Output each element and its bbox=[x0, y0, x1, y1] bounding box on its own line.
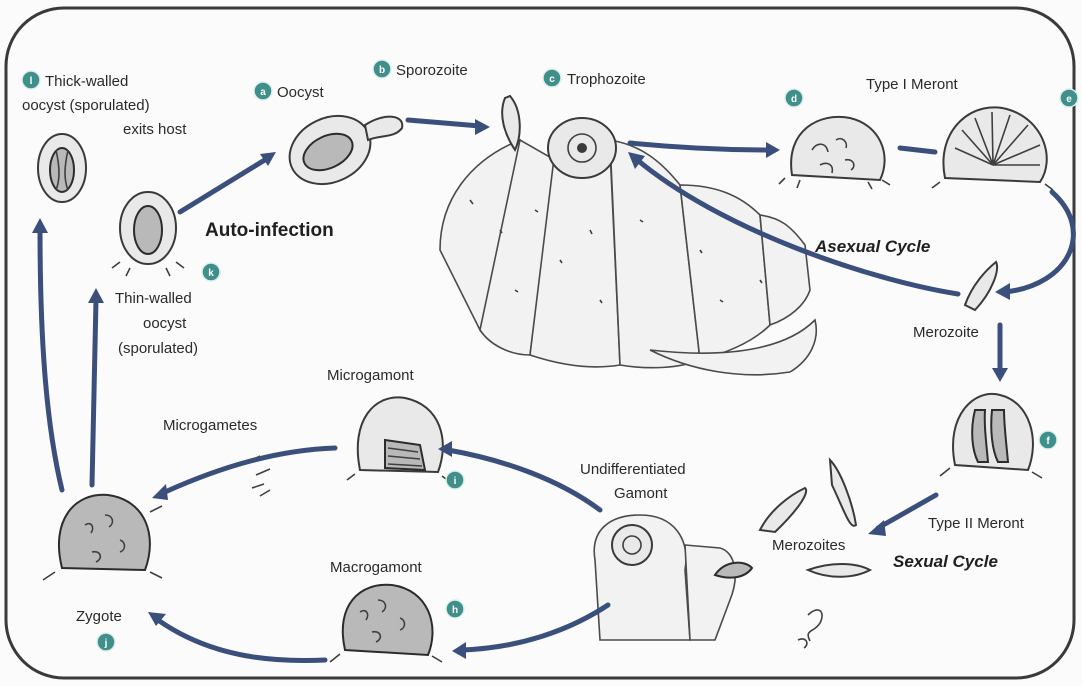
label-thin-walled-2: oocyst bbox=[143, 315, 187, 332]
label-gamont: Gamont bbox=[614, 485, 668, 502]
label-type1-meront: Type I Meront bbox=[866, 76, 959, 93]
label-oocyst: Oocyst bbox=[277, 84, 325, 101]
microgamont bbox=[347, 397, 450, 482]
badge-sporozoite: b bbox=[373, 60, 391, 78]
badge-oocyst: a bbox=[254, 82, 272, 100]
label-sexual-cycle: Sexual Cycle bbox=[893, 552, 998, 571]
label-microgametes: Microgametes bbox=[163, 417, 257, 434]
oocyst-excysting bbox=[278, 103, 402, 197]
svg-text:b: b bbox=[379, 65, 385, 76]
type-i-meront-early bbox=[779, 117, 890, 189]
thick-walled-oocyst bbox=[38, 134, 86, 202]
label-thick-walled-3: exits host bbox=[123, 121, 187, 138]
svg-text:e: e bbox=[1066, 94, 1072, 105]
badge-thick: l bbox=[22, 71, 40, 89]
badge-type1-mature: e bbox=[1060, 89, 1078, 107]
undifferentiated-gamont bbox=[594, 515, 752, 640]
type-i-meront-mature bbox=[932, 107, 1053, 190]
badge-zygote: j bbox=[97, 633, 115, 651]
svg-text:l: l bbox=[30, 76, 33, 87]
svg-text:i: i bbox=[454, 476, 457, 487]
svg-text:a: a bbox=[260, 87, 266, 98]
label-macrogamont: Macrogamont bbox=[330, 559, 423, 576]
zygote bbox=[43, 495, 162, 580]
svg-text:c: c bbox=[549, 74, 555, 85]
svg-text:k: k bbox=[208, 268, 214, 279]
label-microgamont: Microgamont bbox=[327, 367, 415, 384]
label-thin-walled-1: Thin-walled bbox=[115, 290, 192, 307]
badge-type1-early: d bbox=[785, 89, 803, 107]
merozoite-single bbox=[965, 262, 997, 310]
label-type2-meront: Type II Meront bbox=[928, 515, 1025, 532]
label-merozoite: Merozoite bbox=[913, 324, 979, 341]
svg-text:h: h bbox=[452, 605, 458, 616]
svg-text:d: d bbox=[791, 94, 797, 105]
label-undifferentiated: Undifferentiated bbox=[580, 461, 686, 478]
label-asexual-cycle: Asexual Cycle bbox=[814, 237, 930, 256]
type-ii-meront bbox=[940, 394, 1042, 478]
label-merozoites: Merozoites bbox=[772, 537, 845, 554]
label-trophozoite: Trophozoite bbox=[567, 71, 646, 88]
label-sporozoite: Sporozoite bbox=[396, 62, 468, 79]
label-thin-walled-3: (sporulated) bbox=[118, 340, 198, 357]
thin-walled-oocyst bbox=[112, 192, 184, 276]
badge-microgamont: i bbox=[446, 471, 464, 489]
svg-text:j: j bbox=[104, 638, 108, 649]
badge-type2: f bbox=[1039, 431, 1057, 449]
label-zygote: Zygote bbox=[76, 608, 122, 625]
macrogamont bbox=[330, 585, 442, 662]
label-auto-infection: Auto-infection bbox=[205, 220, 334, 241]
label-thick-walled-2: oocyst (sporulated) bbox=[22, 97, 150, 114]
badge-thin: k bbox=[202, 263, 220, 281]
merozoites-group bbox=[760, 460, 870, 648]
badge-trophozoite: c bbox=[543, 69, 561, 87]
badge-macrogamont: h bbox=[446, 600, 464, 618]
label-thick-walled-1: Thick-walled bbox=[45, 73, 128, 90]
